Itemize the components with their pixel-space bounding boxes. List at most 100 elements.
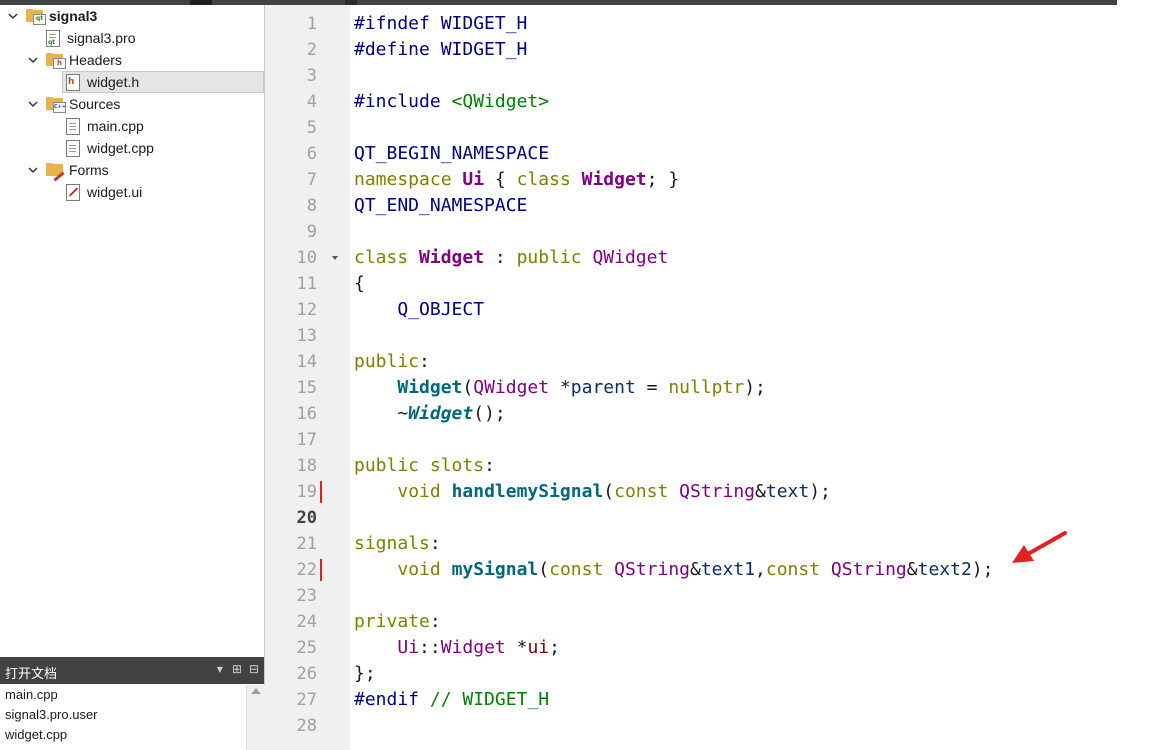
sources-folder-icon: C++ (46, 97, 66, 113)
chevron-down-icon[interactable] (26, 163, 40, 177)
code-line[interactable]: #endif // WIDGET_H (354, 689, 550, 710)
line-number: 11 (296, 274, 317, 294)
open-documents-scrollbar[interactable] (246, 685, 265, 750)
tree-item-label: Forms (69, 162, 109, 178)
forms-folder-icon (46, 163, 65, 182)
tree-item-label: signal3 (49, 8, 98, 24)
project-folder-icon: qt (26, 9, 46, 25)
code-line[interactable]: Q_OBJECT (354, 299, 485, 320)
header-file-icon: h (66, 73, 80, 91)
code-line[interactable]: ~Widget(); (354, 403, 506, 424)
line-number: 9 (306, 222, 317, 242)
line-number: 28 (296, 716, 317, 736)
open-documents-title: 打开文档 (5, 666, 58, 681)
code-line[interactable]: QT_BEGIN_NAMESPACE (354, 143, 550, 164)
tree-item-label: Headers (69, 52, 122, 68)
tree-item-label: widget.h (87, 74, 140, 90)
close-pane-icon[interactable]: ⊟ (248, 662, 259, 676)
pro-file-icon: qt (46, 29, 60, 47)
line-number: 6 (306, 144, 317, 164)
open-documents-list: main.cpp signal3.pro.user widget.cpp (5, 685, 98, 745)
chevron-down-icon[interactable] (6, 9, 20, 23)
line-number: 2 (306, 40, 317, 60)
code-line[interactable]: void mySignal(const QString&text1,const … (397, 559, 994, 580)
tree-item-label: main.cpp (87, 118, 144, 134)
code-line[interactable]: Ui::Widget *ui; (397, 637, 560, 658)
code-line[interactable]: void handlemySignal(const QString&text); (397, 481, 831, 502)
scroll-up-arrow-icon[interactable] (251, 688, 261, 694)
dropdown-arrow-icon[interactable]: ▾ (216, 662, 223, 676)
line-number: 13 (296, 326, 317, 346)
line-number: 3 (306, 66, 317, 86)
source-file-icon (66, 117, 80, 135)
open-documents-header: 打开文档 ▾ ⊞ ⊟ (0, 657, 264, 684)
tree-item-signal3-pro[interactable]: qt signal3.pro (46, 27, 136, 49)
code-line[interactable]: class Widget : public QWidget (354, 247, 669, 268)
fold-marker-icon[interactable] (332, 256, 338, 260)
tree-item-label: widget.ui (87, 184, 143, 200)
form-file-icon (66, 183, 80, 201)
tree-item-main-cpp[interactable]: main.cpp (66, 115, 144, 137)
headers-folder-icon: h (46, 53, 66, 69)
code-line[interactable]: QT_END_NAMESPACE (354, 195, 528, 216)
line-number: 15 (296, 378, 317, 398)
code-line[interactable]: { (354, 273, 365, 294)
code-line[interactable]: public slots: (354, 455, 495, 476)
tree-item-widget-ui[interactable]: widget.ui (66, 181, 142, 203)
chevron-down-icon[interactable] (26, 97, 40, 111)
line-number: 10 (296, 248, 317, 268)
change-marker (320, 559, 322, 581)
code-line[interactable]: namespace Ui { class Widget; } (354, 169, 680, 190)
split-icon[interactable]: ⊞ (231, 662, 242, 676)
code-line[interactable]: Widget(QWidget *parent = nullptr); (397, 377, 766, 398)
open-document-item[interactable]: widget.cpp (5, 727, 68, 742)
line-number: 21 (296, 534, 317, 554)
line-number: 5 (306, 118, 317, 138)
tree-item-label: widget.cpp (87, 140, 154, 156)
line-number: 16 (296, 404, 317, 424)
tree-item-widget-h[interactable]: h widget.h (62, 71, 264, 93)
top-bar-segment (345, 0, 357, 5)
line-number: 7 (306, 170, 317, 190)
code-line[interactable]: #include <QWidget> (354, 91, 550, 112)
line-number: 17 (296, 430, 317, 450)
line-number: 23 (296, 586, 317, 606)
code-line[interactable]: }; (354, 663, 376, 684)
line-number: 18 (296, 456, 317, 476)
open-document-item[interactable]: main.cpp (5, 687, 58, 702)
top-bar-segment (190, 0, 212, 5)
code-line[interactable]: #define WIDGET_H (354, 39, 528, 60)
project-tree: qt signal3 qt signal3.pro h Headers h wi… (0, 5, 265, 657)
code-line[interactable]: signals: (354, 533, 441, 554)
change-marker (320, 481, 322, 503)
tree-item-sources[interactable]: C++ Sources (26, 93, 120, 115)
tree-item-headers[interactable]: h Headers (26, 49, 122, 71)
red-annotation-arrow (1012, 531, 1067, 563)
line-number: 27 (296, 690, 317, 710)
tree-item-label: Sources (69, 96, 121, 112)
line-number: 22 (296, 560, 317, 580)
tree-item-label: signal3.pro (67, 30, 136, 46)
line-number: 1 (306, 14, 317, 34)
code-line[interactable]: #ifndef WIDGET_H (354, 13, 528, 34)
line-number: 8 (306, 196, 317, 216)
code-line[interactable]: private: (354, 611, 441, 632)
line-number: 20 (296, 508, 317, 528)
source-file-icon (66, 139, 80, 157)
line-number: 14 (296, 352, 317, 372)
line-number: 26 (296, 664, 317, 684)
code-line[interactable]: public: (354, 351, 430, 372)
chevron-down-icon[interactable] (26, 53, 40, 67)
line-number: 12 (296, 300, 317, 320)
tree-item-signal3[interactable]: qt signal3 (6, 5, 264, 27)
tree-item-widget-cpp[interactable]: widget.cpp (66, 137, 154, 159)
line-number: 4 (306, 92, 317, 112)
line-number: 19 (296, 482, 317, 502)
open-documents-panel: 打开文档 ▾ ⊞ ⊟ main.cpp signal3.pro.user wid… (0, 657, 265, 750)
line-number: 25 (296, 638, 317, 658)
open-document-item[interactable]: signal3.pro.user (5, 707, 98, 722)
line-number: 24 (296, 612, 317, 632)
tree-item-forms[interactable]: Forms (26, 159, 109, 182)
